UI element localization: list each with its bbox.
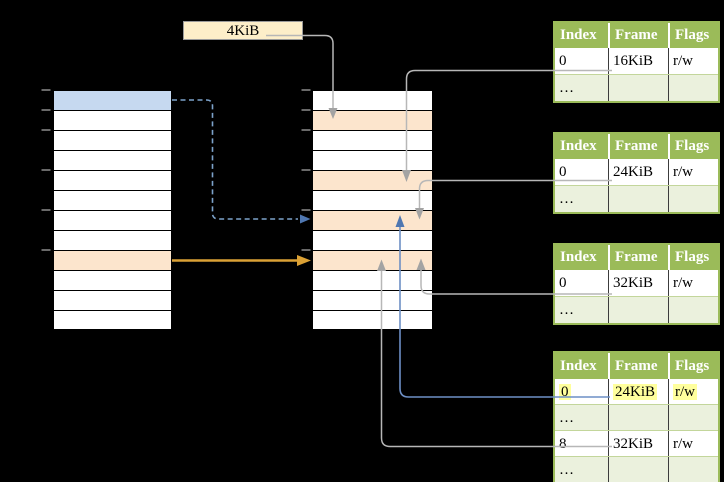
table-row: 0 24KiB r/w	[555, 159, 718, 185]
cell-flags: r/w	[668, 379, 718, 404]
memory-cell-white	[54, 211, 171, 231]
cell-flags: r/w	[668, 431, 718, 456]
cell-index: …	[559, 462, 574, 478]
memory-cell-white	[313, 191, 432, 211]
header-flags: Flags	[668, 23, 718, 48]
table-header-row: Index Frame Flags	[555, 353, 718, 379]
table-row: …	[555, 185, 718, 212]
memory-cell-orange	[54, 251, 171, 271]
memory-cell-white	[313, 231, 432, 251]
cell-flags: r/w	[668, 159, 718, 185]
highlighted-value: r/w	[673, 384, 697, 400]
cell-frame	[608, 75, 668, 101]
header-index: Index	[560, 138, 597, 154]
memory-cell-orange	[313, 111, 432, 131]
header-frame: Frame	[608, 134, 668, 159]
page-table-4: Index Frame Flags 0 24KiB r/w … 8 32KiB …	[553, 351, 720, 482]
page-table-1: Index Frame Flags 0 16KiB r/w …	[553, 21, 720, 103]
cell-flags: r/w	[668, 48, 718, 74]
cell-frame: 32KiB	[608, 431, 668, 456]
memory-column-left	[53, 90, 172, 330]
memory-cell-orange	[313, 251, 432, 271]
highlighted-value: 24KiB	[613, 384, 658, 400]
cell-index: 0	[559, 164, 567, 180]
cell-index: 0	[559, 53, 567, 69]
memory-cell-white	[54, 131, 171, 151]
page-size-label: 4KiB	[226, 23, 260, 39]
table-row: …	[555, 404, 718, 430]
memory-cell-blue	[54, 91, 171, 111]
header-index: Index	[560, 249, 597, 265]
cell-frame	[608, 297, 668, 323]
page-size-box: 4KiB	[183, 21, 303, 40]
arrow-dashed-translation	[172, 99, 311, 224]
header-flags: Flags	[668, 353, 718, 379]
memory-cell-white	[54, 231, 171, 251]
memory-cell-white	[313, 91, 432, 111]
cell-frame: 24KiB	[608, 159, 668, 185]
cell-index: …	[559, 410, 574, 426]
memory-cell-white	[313, 151, 432, 171]
table-header-row: Index Frame Flags	[555, 23, 718, 48]
table-row: 0 32KiB r/w	[555, 270, 718, 296]
highlighted-value: 0	[559, 384, 571, 400]
table-row: 0 16KiB r/w	[555, 48, 718, 74]
header-flags: Flags	[668, 245, 718, 270]
cell-index: …	[559, 80, 574, 96]
cell-frame: 32KiB	[608, 270, 668, 296]
header-frame: Frame	[608, 245, 668, 270]
cell-frame	[608, 457, 668, 482]
memory-cell-white	[54, 271, 171, 291]
memory-cell-white	[313, 311, 432, 329]
cell-index: …	[559, 302, 574, 318]
table-row: 8 32KiB r/w	[555, 430, 718, 456]
header-index: Index	[560, 27, 597, 43]
table-header-row: Index Frame Flags	[555, 134, 718, 159]
memory-cell-white	[313, 271, 432, 291]
page-table-2: Index Frame Flags 0 24KiB r/w …	[553, 132, 720, 214]
cell-flags	[668, 405, 718, 430]
table-row: …	[555, 74, 718, 101]
memory-cell-white	[54, 171, 171, 191]
header-frame: Frame	[608, 353, 668, 379]
header-flags: Flags	[668, 134, 718, 159]
arrow-gold-mapping	[172, 255, 311, 266]
memory-column-middle	[312, 90, 433, 330]
memory-cell-white	[313, 131, 432, 151]
memory-cell-white	[54, 191, 171, 211]
header-index: Index	[560, 358, 597, 374]
cell-flags	[668, 457, 718, 482]
memory-cell-orange	[313, 171, 432, 191]
address-ticks-left	[41, 89, 51, 251]
cell-flags	[668, 186, 718, 212]
table-header-row: Index Frame Flags	[555, 245, 718, 270]
memory-cell-white	[54, 111, 171, 131]
table-row: …	[555, 456, 718, 482]
cell-frame	[608, 405, 668, 430]
page-table-3: Index Frame Flags 0 32KiB r/w …	[553, 243, 720, 325]
memory-cell-white	[54, 311, 171, 329]
cell-index: 0	[559, 275, 567, 291]
table-row-highlighted: 0 24KiB r/w	[555, 379, 718, 404]
cell-flags	[668, 75, 718, 101]
memory-cell-orange	[313, 211, 432, 231]
cell-index: …	[559, 191, 574, 207]
cell-flags	[668, 297, 718, 323]
cell-frame: 16KiB	[608, 48, 668, 74]
header-frame: Frame	[608, 23, 668, 48]
table-row: …	[555, 296, 718, 323]
memory-cell-white	[54, 151, 171, 171]
cell-index: 8	[559, 436, 567, 452]
cell-frame	[608, 186, 668, 212]
address-ticks-middle	[301, 89, 311, 251]
cell-frame: 24KiB	[608, 379, 668, 404]
memory-cell-white	[313, 291, 432, 311]
cell-index: 0	[555, 379, 608, 404]
memory-cell-white	[54, 291, 171, 311]
cell-flags: r/w	[668, 270, 718, 296]
